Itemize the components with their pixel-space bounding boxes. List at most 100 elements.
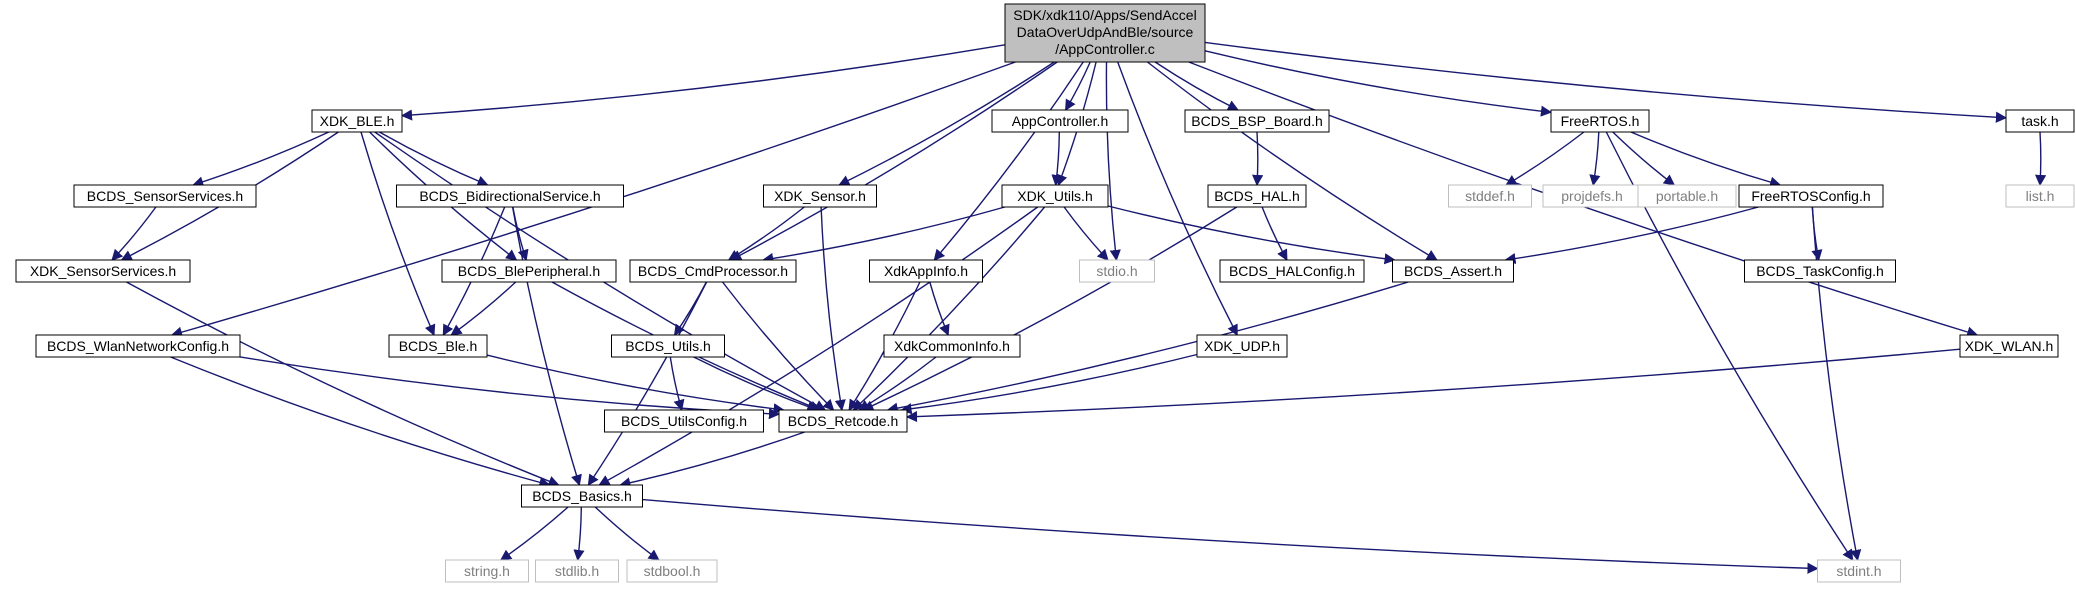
edge-appcontroller_h-to-xdk_utils: [1051, 131, 1063, 187]
node-projdefs: projdefs.h: [1542, 184, 1642, 208]
node-bcds-retcode[interactable]: BCDS_Retcode.h: [778, 409, 908, 433]
node-label: stdint.h: [1836, 563, 1881, 579]
node-box: [311, 109, 403, 133]
node-appcontroller-h[interactable]: AppController.h: [991, 109, 1129, 133]
node-box: [626, 559, 718, 583]
node-label: BCDS_Ble.h: [399, 338, 478, 354]
edge-xdk_sensor-to-cmd_processor: [727, 206, 805, 261]
edge-freertos_config-to-bcds_assert: [1504, 206, 1759, 265]
node-freertos[interactable]: FreeRTOS.h: [1550, 109, 1650, 133]
node-bcds-assert[interactable]: BCDS_Assert.h: [1392, 259, 1514, 283]
edge-bcds_basics-to-string_h: [499, 506, 569, 561]
edge-bcds_ble-to-bcds_retcode: [486, 354, 785, 415]
node-box: [535, 559, 619, 583]
node-bsp-board[interactable]: BCDS_BSP_Board.h: [1184, 109, 1330, 133]
node-task-config[interactable]: BCDS_TaskConfig.h: [1744, 259, 1896, 283]
node-xdk-ble[interactable]: XDK_BLE.h: [311, 109, 403, 133]
node-box: [1744, 259, 1896, 283]
edge-xdk_udp-to-bcds_retcode: [900, 353, 1198, 415]
node-freertos-config[interactable]: FreeRTOSConfig.h: [1738, 184, 1884, 208]
node-stdbool-h: stdbool.h: [626, 559, 718, 583]
node-box: [1738, 184, 1884, 208]
node-stddef: stddef.h: [1448, 184, 1532, 208]
node-box: [1079, 259, 1155, 283]
node-utils-config[interactable]: BCDS_UtilsConfig.h: [604, 409, 764, 433]
edge-xdk_wlan-to-bcds_retcode: [905, 348, 1961, 423]
node-bcds-ble[interactable]: BCDS_Ble.h: [388, 334, 488, 358]
node-box: [611, 334, 725, 358]
node-xdk-sensor-services[interactable]: XDK_SensorServices.h: [15, 259, 191, 283]
node-box: [1448, 184, 1532, 208]
node-xdk-utils[interactable]: XDK_Utils.h: [1001, 184, 1109, 208]
node-label: AppController.h: [1012, 113, 1109, 129]
edge-root-to-stdio: [1105, 61, 1121, 262]
node-label: projdefs.h: [1561, 188, 1622, 204]
edge-root-to-bcds_assert: [1146, 61, 1438, 261]
edge-bcds_assert-to-bcds_retcode: [886, 281, 1409, 414]
node-label: XDK_Sensor.h: [774, 188, 866, 204]
node-xdk-wlan[interactable]: XDK_WLAN.h: [1959, 334, 2059, 358]
edge-wlan_netconfig-to-bcds_basics: [170, 356, 551, 488]
node-label: portable.h: [1656, 188, 1718, 204]
node-box: [2005, 184, 2075, 208]
edge-xdk_sensor-to-bcds_retcode: [820, 206, 846, 412]
node-box: [778, 409, 908, 433]
node-label: BCDS_BidirectionalService.h: [419, 188, 600, 204]
edge-cmd_processor-to-bcds_retcode: [721, 281, 835, 411]
edge-root-to-bsp_board: [1154, 61, 1240, 111]
node-task-h[interactable]: task.h: [2005, 109, 2075, 133]
node-wlan-netconfig[interactable]: BCDS_WlanNetworkConfig.h: [35, 334, 241, 358]
node-bcds-utils[interactable]: BCDS_Utils.h: [611, 334, 725, 358]
node-label: BCDS_HALConfig.h: [1229, 263, 1355, 279]
node-bcds-hal[interactable]: BCDS_HAL.h: [1207, 184, 1307, 208]
edge-root-to-appcontroller_h: [1064, 61, 1091, 111]
node-label: stddef.h: [1465, 188, 1515, 204]
edge-xdk_sensor_services-to-bcds_basics: [126, 281, 560, 487]
edge-freertos_config-to-stdint_h: [1811, 206, 1862, 562]
edge-xdk_utils-to-bcds_retcode: [852, 206, 1046, 411]
edge-bsp_board-to-bcds_hal: [1252, 131, 1264, 187]
node-sensor-services[interactable]: BCDS_SensorServices.h: [73, 184, 257, 208]
edge-xdk_ble-to-sensor_services: [192, 131, 330, 188]
node-box: [1219, 259, 1365, 283]
node-label: stdbool.h: [644, 563, 701, 579]
node-cmd-processor[interactable]: BCDS_CmdProcessor.h: [629, 259, 797, 283]
edge-root-to-xdk_sensor: [838, 61, 1055, 186]
node-xdk-udp[interactable]: XDK_UDP.h: [1196, 334, 1288, 358]
edge-task_h-to-list_h: [2035, 131, 2047, 187]
edge-freertos-to-freertos_config: [1630, 131, 1782, 188]
node-xdk-commoninfo[interactable]: XdkCommonInfo.h: [883, 334, 1021, 358]
node-label: FreeRTOS.h: [1561, 113, 1640, 129]
node-bcds-basics[interactable]: BCDS_Basics.h: [521, 484, 643, 508]
node-label: BCDS_BlePeripheral.h: [458, 263, 600, 279]
node-box: [73, 184, 257, 208]
node-xdk-sensor[interactable]: XDK_Sensor.h: [763, 184, 877, 208]
edge-xdk_ble-to-bcds_ble: [360, 131, 436, 337]
edge-bcds_utils-to-utils_config: [669, 356, 685, 412]
node-box: [388, 334, 488, 358]
edge-cmd_processor-to-bcds_basics: [587, 281, 708, 486]
edge-bcds_hal-to-hal_config: [1261, 206, 1288, 261]
node-bidir-service[interactable]: BCDS_BidirectionalService.h: [396, 184, 624, 208]
node-box: [15, 259, 191, 283]
node-root-label-line: DataOverUdpAndBle/source: [1017, 24, 1194, 40]
node-box: [441, 259, 617, 283]
node-label: BCDS_HAL.h: [1214, 188, 1300, 204]
node-stdint-h: stdint.h: [1817, 559, 1901, 583]
node-list-h: list.h: [2005, 184, 2075, 208]
node-hal-config[interactable]: BCDS_HALConfig.h: [1219, 259, 1365, 283]
node-root-label-line: SDK/xdk110/Apps/SendAccel: [1013, 7, 1196, 23]
node-stdlib-h: stdlib.h: [535, 559, 619, 583]
node-xdk-appinfo[interactable]: XdkAppInfo.h: [869, 259, 983, 283]
node-label: FreeRTOSConfig.h: [1751, 188, 1870, 204]
node-label: XDK_UDP.h: [1204, 338, 1280, 354]
node-ble-peripheral[interactable]: BCDS_BlePeripheral.h: [441, 259, 617, 283]
node-portable: portable.h: [1637, 184, 1737, 208]
node-label: XDK_Utils.h: [1017, 188, 1092, 204]
node-box: [1196, 334, 1288, 358]
node-box: [869, 259, 983, 283]
node-box: [521, 484, 643, 508]
edge-wlan_netconfig-to-bcds_retcode: [239, 356, 781, 420]
node-label: list.h: [2026, 188, 2055, 204]
